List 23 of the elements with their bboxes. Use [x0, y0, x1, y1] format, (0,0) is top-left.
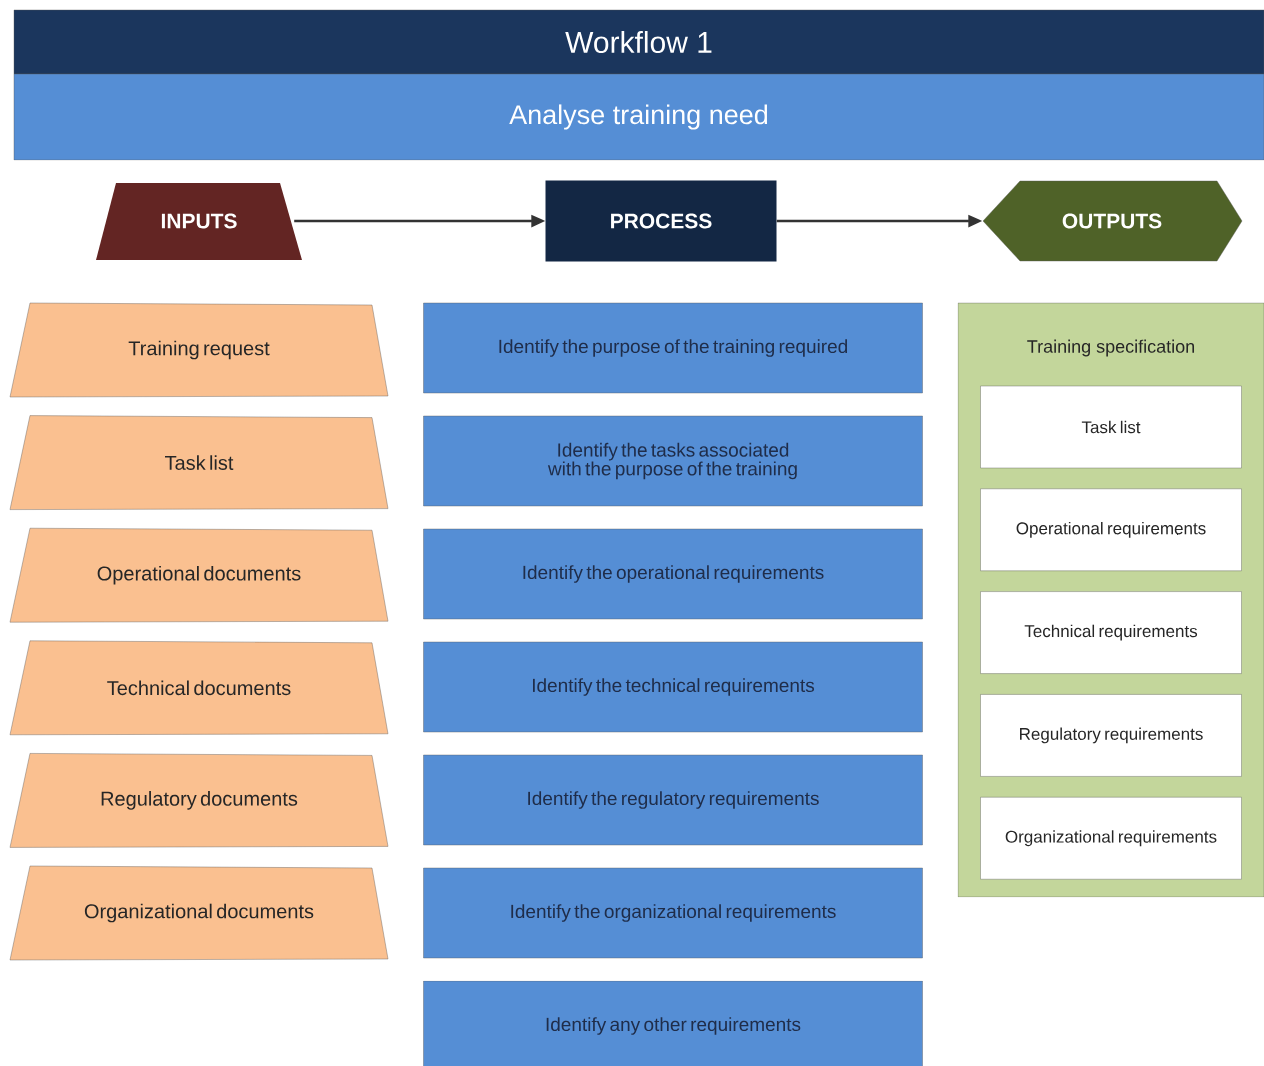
output-box: Technical requirements [980, 591, 1242, 674]
input-box: Organizational documents [9, 865, 389, 961]
outputs-hexagon: OUTPUTS [982, 180, 1243, 262]
output-box: Task list [980, 385, 1242, 469]
process-box: PROCESS [545, 180, 777, 262]
input-box: Training request [9, 302, 389, 398]
input-box: Technical documents [9, 640, 389, 735]
inputs-trapezoid: INPUTS [96, 183, 302, 260]
input-box: Operational documents [9, 528, 389, 623]
process-step-box: Identify the operational requirements [423, 528, 923, 620]
process-step-box: Identify the tasks associated with the purpose of the training [423, 415, 923, 507]
output-box: Regulatory requirements [980, 694, 1242, 777]
input-box: Regulatory documents [9, 753, 389, 848]
process-step-box: Identify the regulatory requirements [423, 754, 923, 846]
input-box: Task list [9, 415, 389, 510]
header-band: Workflow 1 [13, 9, 1264, 75]
process-step-box: Identify the technical requirements [423, 641, 923, 733]
output-box: Operational requirements [980, 488, 1242, 571]
output-box: Organizational requirements [980, 797, 1242, 880]
process-step-box: Identify any other requirements [423, 980, 923, 1066]
process-step-box: Identify the organizational requirements [423, 867, 923, 959]
process-step-box: Identify the purpose of the training required [423, 302, 923, 394]
header-band: Analyse training need [13, 73, 1264, 161]
